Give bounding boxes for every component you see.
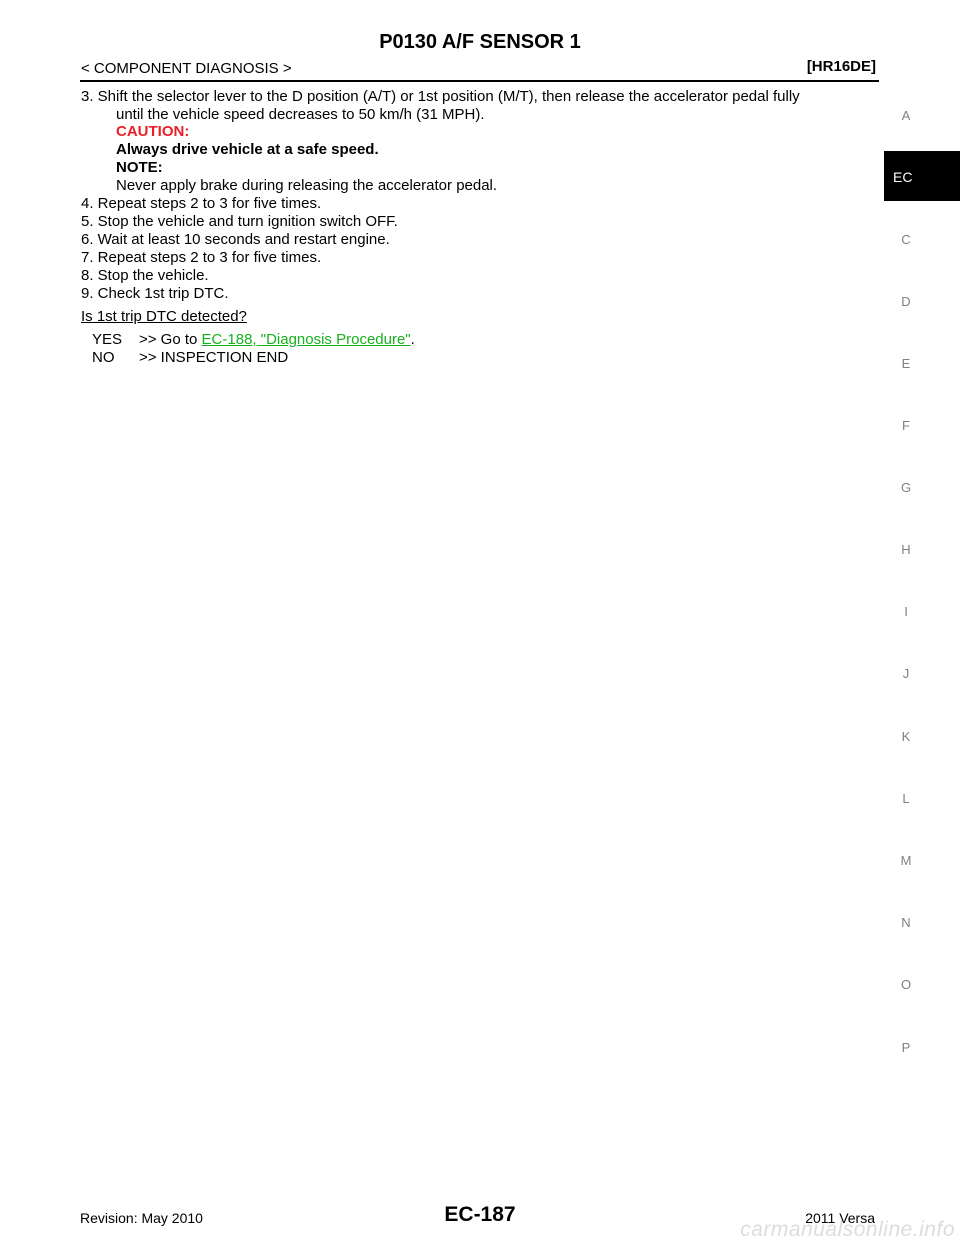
side-index-n[interactable]: N bbox=[901, 915, 911, 930]
note-label: NOTE: bbox=[116, 159, 163, 176]
side-index-d[interactable]: D bbox=[901, 294, 911, 309]
answer-yes-text: >> Go to EC-188, "Diagnosis Procedure". bbox=[139, 331, 415, 349]
header-divider bbox=[80, 80, 879, 82]
side-index-a[interactable]: A bbox=[901, 108, 911, 123]
step-5: 5. Stop the vehicle and turn ignition sw… bbox=[81, 213, 398, 230]
side-index-active-tab[interactable] bbox=[884, 151, 960, 201]
side-index-p[interactable]: P bbox=[901, 1040, 911, 1055]
caution-label: CAUTION: bbox=[116, 123, 190, 140]
side-index-m[interactable]: M bbox=[900, 853, 912, 868]
step-8: 8. Stop the vehicle. bbox=[81, 267, 209, 284]
page-title: P0130 A/F SENSOR 1 bbox=[379, 31, 581, 53]
side-index-c[interactable]: C bbox=[901, 232, 911, 247]
note-text: Never apply brake during releasing the a… bbox=[116, 177, 498, 194]
step-4: 4. Repeat steps 2 to 3 for five times. bbox=[81, 195, 322, 212]
answer-yes-suffix: . bbox=[410, 331, 415, 348]
step-7: 7. Repeat steps 2 to 3 for five times. bbox=[81, 249, 322, 266]
side-index-f[interactable]: F bbox=[902, 418, 910, 433]
answer-yes-label: YES bbox=[92, 331, 123, 348]
side-index-active-label: EC bbox=[893, 169, 913, 185]
side-index-k[interactable]: K bbox=[901, 729, 911, 744]
side-index-e[interactable]: E bbox=[901, 356, 911, 371]
side-index-l[interactable]: L bbox=[902, 791, 910, 806]
footer-model: 2011 Versa bbox=[805, 1210, 875, 1226]
side-index-h[interactable]: H bbox=[901, 542, 911, 557]
side-index-i[interactable]: I bbox=[904, 604, 908, 619]
answer-yes-prefix: >> Go to bbox=[139, 331, 202, 348]
answer-no-text: >> INSPECTION END bbox=[139, 349, 289, 366]
watermark: carmanualsonline.info bbox=[740, 1218, 955, 1241]
section-label: < COMPONENT DIAGNOSIS > bbox=[81, 60, 292, 77]
engine-model-label: [HR16DE] bbox=[806, 58, 876, 75]
question-heading: Is 1st trip DTC detected? bbox=[81, 308, 247, 325]
step-6: 6. Wait at least 10 seconds and restart … bbox=[81, 231, 390, 248]
side-index-g[interactable]: G bbox=[900, 480, 912, 495]
step-9: 9. Check 1st trip DTC. bbox=[81, 285, 229, 302]
side-index-j[interactable]: J bbox=[902, 666, 910, 681]
diagnosis-procedure-link[interactable]: EC-188, "Diagnosis Procedure" bbox=[201, 331, 411, 348]
footer-revision: Revision: May 2010 bbox=[80, 1210, 203, 1226]
footer-page-number: EC-187 bbox=[444, 1203, 516, 1226]
step-3-line-2: until the vehicle speed decreases to 50 … bbox=[116, 106, 485, 123]
step-3-line-1: 3. Shift the selector lever to the D pos… bbox=[81, 88, 800, 105]
answer-no-label: NO bbox=[92, 349, 115, 366]
caution-text: Always drive vehicle at a safe speed. bbox=[116, 141, 379, 158]
side-index-o[interactable]: O bbox=[900, 977, 912, 992]
